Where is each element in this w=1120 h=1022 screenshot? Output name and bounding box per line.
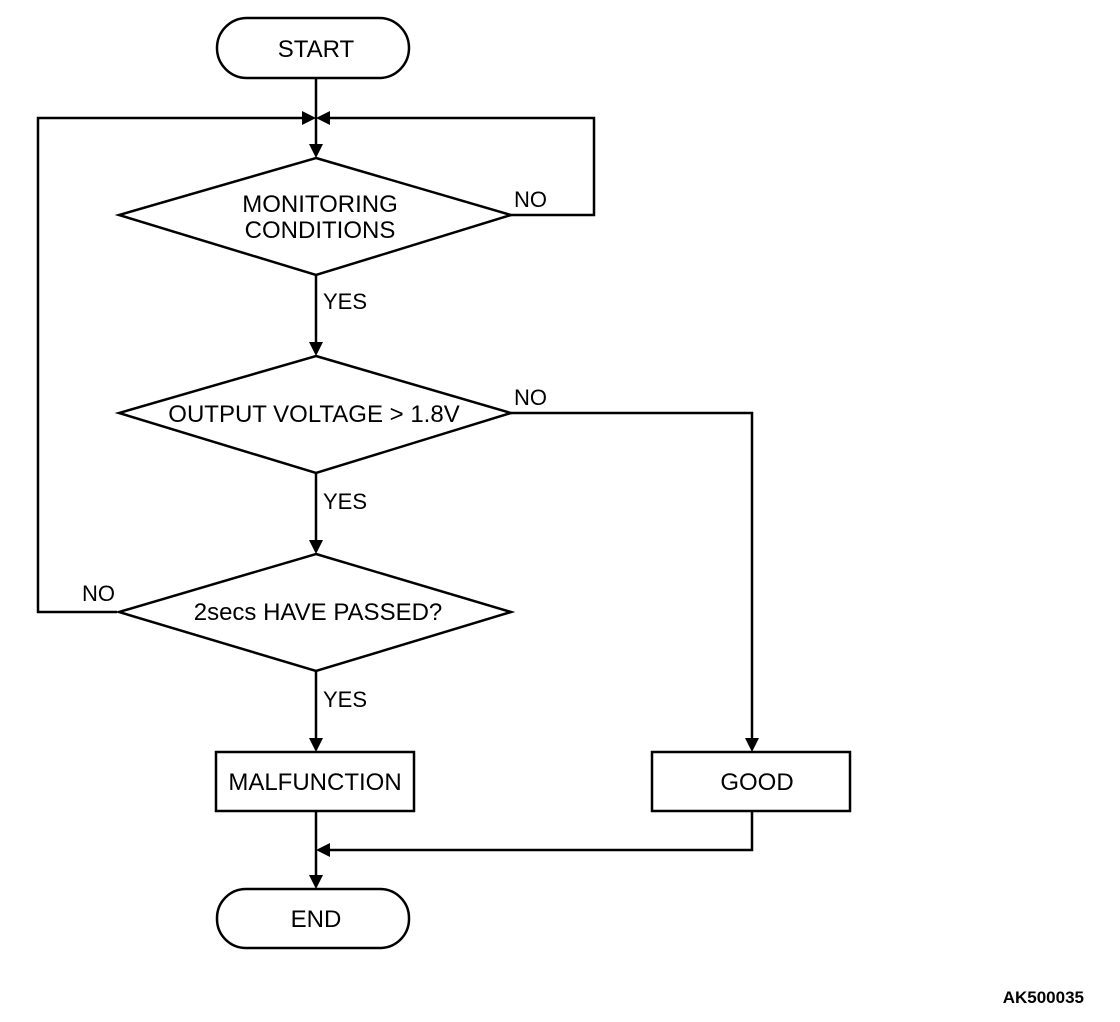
arrowhead-right-loop xyxy=(302,111,316,125)
arrowhead-down-voltage xyxy=(309,342,323,356)
malfunction-label: MALFUNCTION xyxy=(228,769,401,796)
monitoring-no-label: NO xyxy=(514,187,547,212)
figure-reference-code: AK500035 xyxy=(1003,988,1084,1007)
voltage-decision: OUTPUT VOLTAGE > 1.8V xyxy=(114,354,516,475)
end-terminal xyxy=(215,887,411,950)
connector-voltage-no xyxy=(511,411,754,742)
voltage-diamond xyxy=(114,354,516,475)
branch-labels: NO YES NO YES NO YES xyxy=(82,187,547,712)
passed-no-label: NO xyxy=(82,581,115,606)
start-label: START xyxy=(278,36,355,63)
good-node: GOOD xyxy=(650,750,852,813)
arrowhead-down-good xyxy=(745,738,759,752)
passed-yes-label: YES xyxy=(323,687,367,712)
connector-passed-no-loop xyxy=(36,116,308,614)
voltage-yes-label: YES xyxy=(323,489,367,514)
end-node: END xyxy=(215,887,411,950)
good-label: GOOD xyxy=(720,769,793,796)
malfunction-box xyxy=(214,750,416,813)
monitoring-yes-label: YES xyxy=(323,289,367,314)
passed-diamond xyxy=(114,552,516,673)
voltage-label: OUTPUT VOLTAGE > 1.8V xyxy=(168,401,459,428)
start-terminal xyxy=(215,16,411,80)
arrowhead-down-monitoring xyxy=(309,144,323,158)
monitoring-diamond xyxy=(114,156,516,277)
start-node: START xyxy=(215,16,411,80)
monitoring-label-line1: MONITORING xyxy=(242,191,398,218)
arrowhead-left-loop xyxy=(316,111,330,125)
end-label: END xyxy=(291,906,342,933)
passed-decision: 2secs HAVE PASSED? xyxy=(114,552,516,673)
arrowheads xyxy=(302,111,759,889)
good-box xyxy=(650,750,852,813)
connectors xyxy=(36,78,754,879)
passed-label: 2secs HAVE PASSED? xyxy=(194,599,443,626)
arrowhead-down-end xyxy=(309,875,323,889)
malfunction-node: MALFUNCTION xyxy=(214,750,416,813)
monitoring-label-line2: CONDITIONS xyxy=(245,217,396,244)
monitoring-decision: MONITORING CONDITIONS xyxy=(114,156,516,277)
connector-good-to-end xyxy=(324,811,754,852)
arrowhead-down-passed xyxy=(309,540,323,554)
voltage-no-label: NO xyxy=(514,385,547,410)
connector-monitoring-no-loop xyxy=(324,116,596,217)
arrowhead-left-join xyxy=(316,843,330,857)
arrowhead-down-malfunction xyxy=(309,738,323,752)
